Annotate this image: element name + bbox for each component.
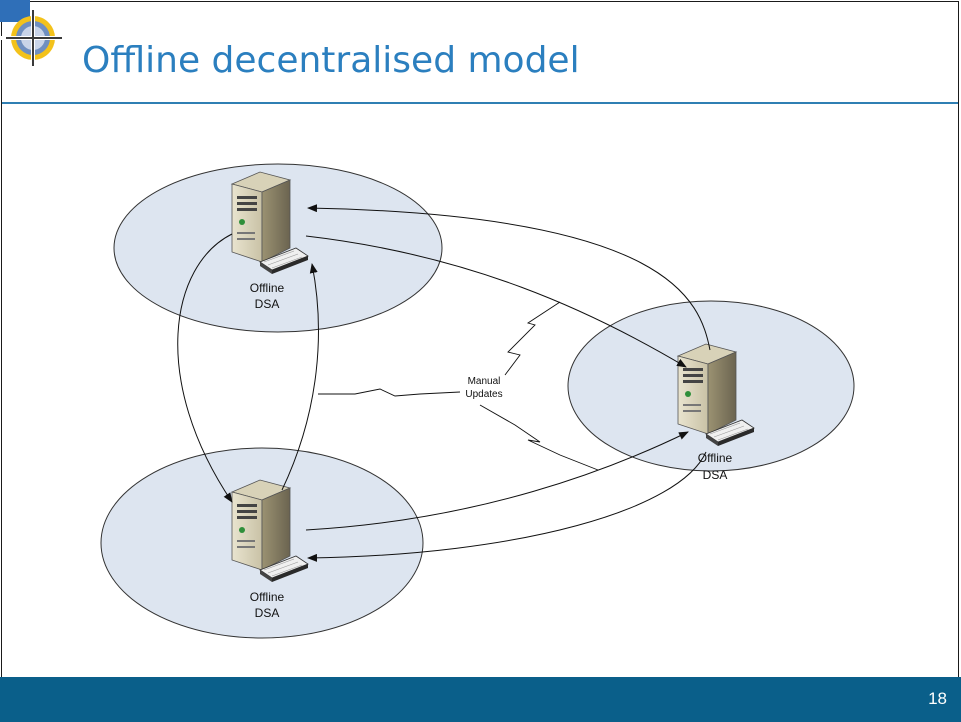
crosshair-globe-logo-icon bbox=[0, 0, 70, 72]
node-label-line1: Offline bbox=[250, 281, 285, 295]
page-number: 18 bbox=[928, 689, 947, 708]
arrow-bottom-to-top bbox=[281, 263, 319, 491]
arrow-bottom-to-right bbox=[305, 431, 689, 531]
arrow-top-to-bottom bbox=[177, 233, 233, 503]
manual-update-link-lower-right bbox=[479, 404, 599, 471]
arrow-top-to-right bbox=[305, 235, 687, 368]
node-label-line1: Offline bbox=[698, 451, 733, 465]
slide-title: Offline decentralised model bbox=[82, 40, 580, 81]
node-label-line2: DSA bbox=[255, 606, 280, 620]
arrow-right-to-bottom bbox=[307, 451, 707, 562]
footer-bar: 18 bbox=[0, 677, 961, 722]
manual-updates-label-line1: Manual bbox=[468, 376, 501, 387]
manual-update-link-left bbox=[318, 388, 461, 397]
node-label-line2: DSA bbox=[703, 468, 728, 482]
manual-update-link-upper-right bbox=[504, 301, 561, 376]
slide-frame bbox=[1, 1, 959, 677]
node-label-line1: Offline bbox=[250, 590, 285, 604]
arrow-right-to-top bbox=[307, 204, 711, 351]
manual-updates-label-line2: Updates bbox=[465, 389, 502, 400]
node-label-line2: DSA bbox=[255, 297, 280, 311]
title-divider bbox=[2, 102, 958, 104]
